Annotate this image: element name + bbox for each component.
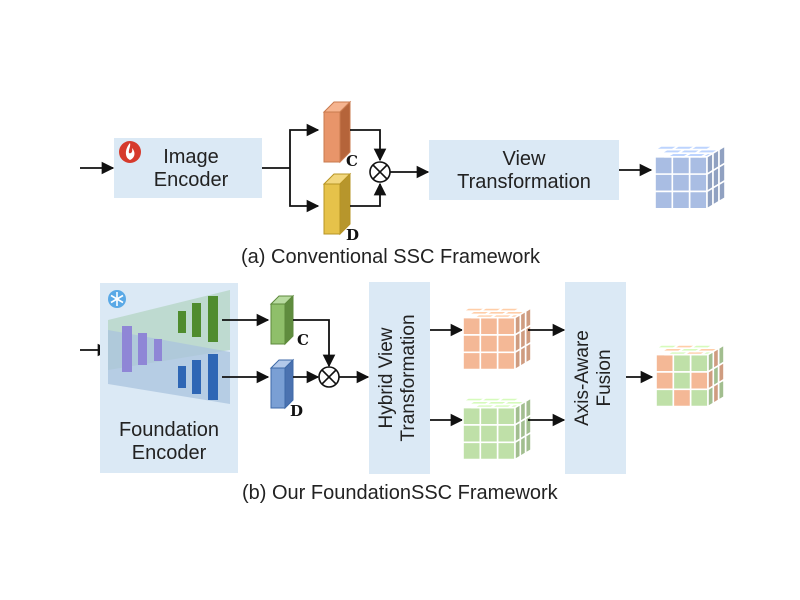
voxel-cell — [672, 371, 692, 391]
voxel-cell — [479, 351, 499, 371]
axis-aware-fusion-box — [565, 282, 626, 474]
voxel-cell — [689, 371, 709, 391]
voxel-cell — [494, 307, 524, 313]
voxel-cell — [524, 431, 532, 455]
voxel-cell — [496, 316, 516, 336]
foundation-encoder-label: Foundation Encoder — [118, 419, 220, 464]
voxel-cell — [479, 334, 499, 354]
axis-aware-fusion-label: Axis-Aware Fusion — [572, 330, 615, 426]
branch-d-arrow-a — [289, 168, 320, 213]
voxel-cell — [654, 173, 674, 193]
voxel-grid-fused — [653, 343, 727, 409]
voxel-cell — [655, 371, 675, 391]
voxel-cell — [672, 353, 692, 373]
branch-c-arrow-a — [289, 123, 320, 168]
voxel-cell — [671, 190, 691, 210]
voxel-cell — [496, 424, 516, 444]
view-transformation-box — [429, 140, 619, 200]
voxel-cell — [496, 334, 516, 354]
voxel-cell — [687, 344, 717, 350]
d-feature-map-b — [269, 358, 295, 410]
voxel-cell — [718, 179, 726, 204]
caption-a: (a) Conventional SSC Framework — [241, 246, 540, 268]
c-label-b: C — [297, 331, 309, 349]
multiply-icon-b — [318, 366, 340, 388]
voxel-cell — [689, 353, 709, 373]
c-to-multiply-b — [293, 319, 336, 368]
hybrid-view-label: Hybrid View Transformation — [376, 314, 419, 442]
voxel-cell — [672, 388, 692, 408]
d-feature-map-a — [322, 172, 352, 236]
voxel-cell — [671, 156, 691, 175]
voxel-cell — [654, 156, 674, 175]
voxel-cell — [689, 388, 709, 408]
voxel-cell — [496, 441, 516, 461]
c-feature-map-b — [269, 294, 295, 346]
encoder-layers-green — [178, 296, 218, 342]
snowflake-icon — [108, 290, 126, 308]
encoder-layers-blue — [178, 354, 218, 400]
voxel-grid-a — [652, 144, 728, 211]
voxel-cell — [688, 190, 708, 210]
voxel-cell — [688, 173, 708, 193]
voxel-cell — [524, 341, 532, 365]
voxel-cell — [712, 182, 720, 207]
voxel-cell — [462, 441, 482, 461]
encoder-layers-shared — [122, 326, 162, 372]
voxel-cell — [479, 441, 499, 461]
voxel-cell — [494, 397, 524, 403]
voxel-cell — [686, 145, 716, 151]
voxel-cell — [717, 378, 725, 402]
hybrid-view-box — [369, 282, 430, 474]
voxel-cell — [688, 156, 708, 175]
caption-b: (b) Our FoundationSSC Framework — [242, 482, 558, 504]
voxel-cell — [462, 424, 482, 444]
fire-icon — [119, 141, 141, 163]
voxel-cell — [496, 351, 516, 371]
voxel-grid-orange — [460, 306, 534, 372]
multiply-icon-a — [369, 161, 391, 183]
voxel-cell — [462, 406, 482, 426]
voxel-cell — [706, 186, 714, 211]
d-to-multiply-a — [350, 182, 387, 207]
voxel-cell — [655, 353, 675, 373]
d-label-b: D — [290, 402, 304, 420]
view-transformation-label: View Transformation — [457, 148, 591, 193]
voxel-cell — [479, 316, 499, 336]
d-label-a: D — [346, 226, 360, 244]
voxel-cell — [654, 190, 674, 210]
voxel-cell — [462, 351, 482, 371]
voxel-cell — [655, 388, 675, 408]
voxel-cell — [462, 334, 482, 354]
voxel-grid-green — [460, 396, 534, 462]
image-encoder-label: Image Encoder — [153, 146, 229, 191]
c-label-a: C — [346, 152, 358, 170]
voxel-cell — [479, 406, 499, 426]
voxel-cell — [496, 406, 516, 426]
voxel-cell — [462, 316, 482, 336]
voxel-cell — [671, 173, 691, 193]
voxel-cell — [479, 424, 499, 444]
c-feature-map-a — [322, 100, 352, 164]
c-to-multiply-a — [350, 129, 387, 162]
